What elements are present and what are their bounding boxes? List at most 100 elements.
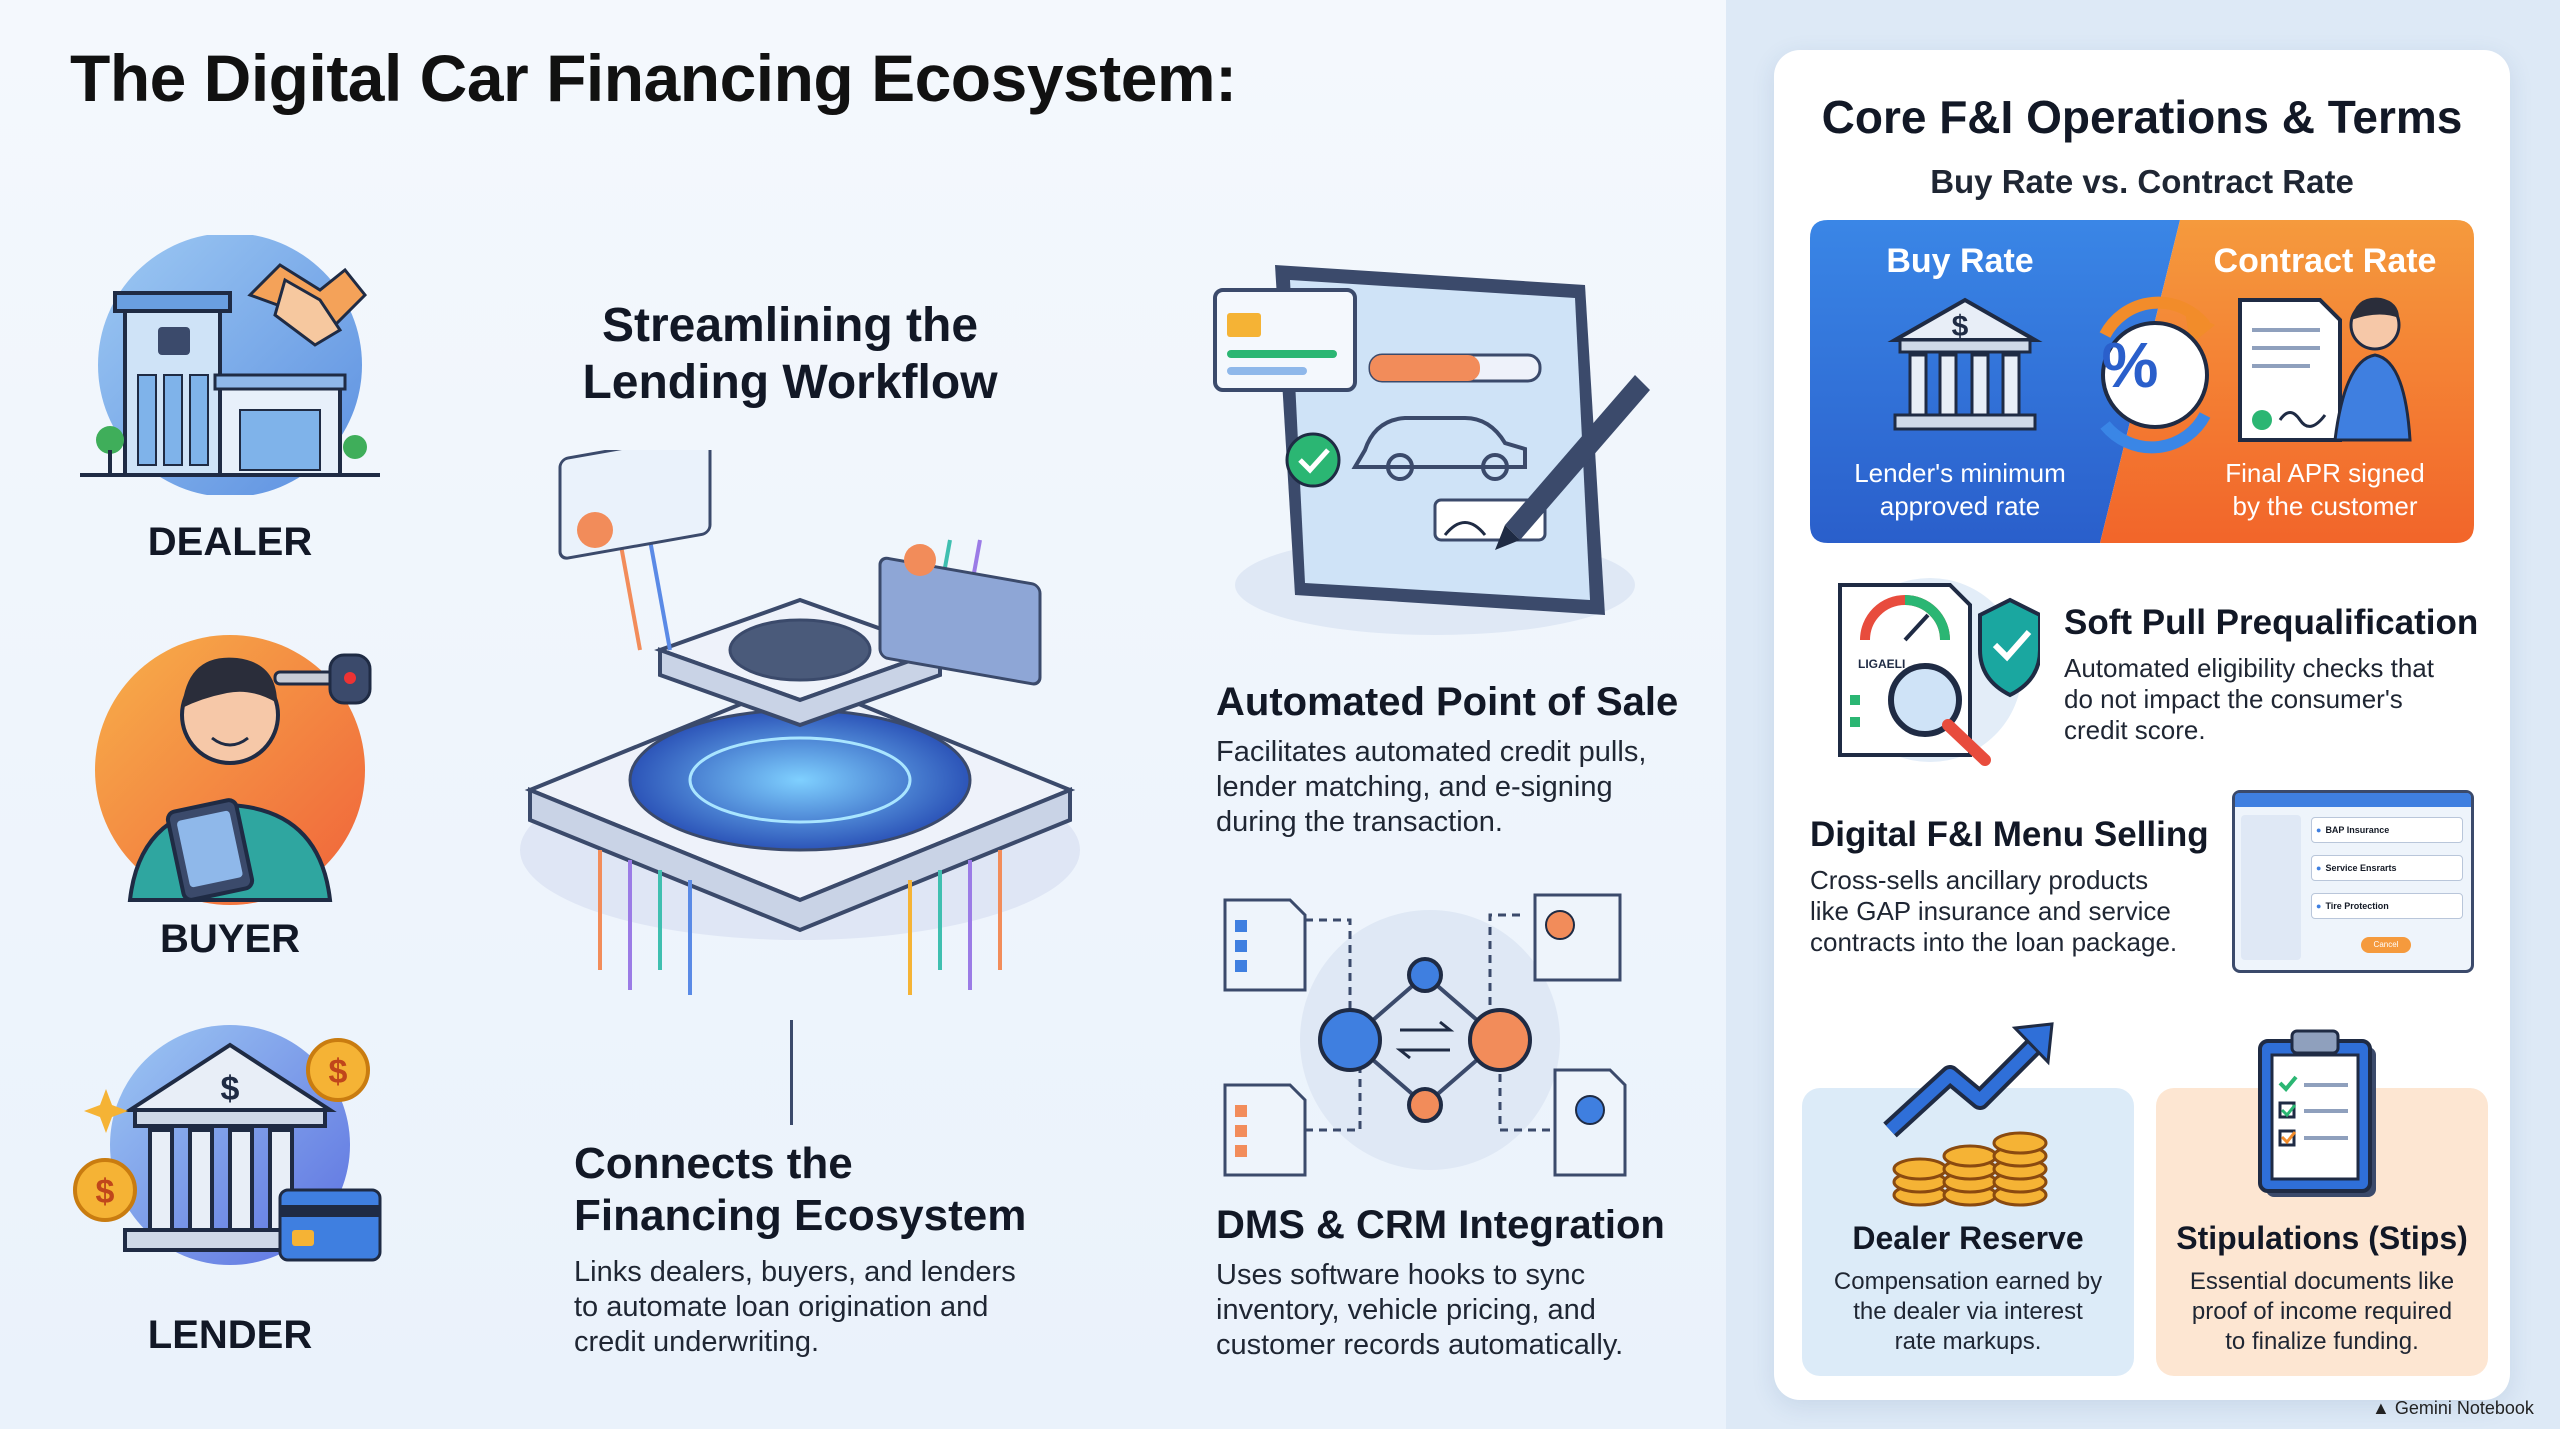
menu-screen-sidebar (2241, 815, 2301, 960)
dealer-reserve-illustration (1880, 1020, 2060, 1210)
workflow-heading-line1: Streamlining the (601, 299, 979, 352)
platform-hub-icon (520, 432, 1080, 995)
menu-option-1[interactable]: ●BAP Insurance (2311, 817, 2463, 843)
dms-body-line1: Uses software hooks to sync (1216, 1259, 1586, 1291)
menu-option-1-label: BAP Insurance (2325, 825, 2390, 835)
pos-illustration (1205, 245, 1665, 645)
lending-hub-illustration (500, 432, 1100, 1010)
menu-selling-line2: like GAP insurance and service (1810, 896, 2171, 927)
contract-rate-line1: Final APR signed (2225, 458, 2425, 488)
soft-pull-line1: Automated eligibility checks that (2064, 653, 2434, 683)
page-title: The Digital Car Financing Ecosystem: (70, 41, 1237, 115)
buy-rate-dollar: $ (1951, 310, 1969, 343)
role-label-lender: LENDER (147, 1313, 313, 1357)
menu-option-3-label: Tire Protection (2325, 901, 2389, 911)
shield-icon: ● (2316, 825, 2322, 835)
dms-body: Uses software hooks to sync inventory, v… (1216, 1258, 1623, 1362)
clipboard-checklist-icon (2258, 1029, 2376, 1197)
dealer-reserve-body: Compensation earned by the dealer via in… (1802, 1267, 2134, 1357)
stips-line1: Essential documents like (2189, 1268, 2455, 1295)
role-label-buyer: BUYER (159, 917, 301, 961)
workflow-heading: Streamlining the Lending Workflow (560, 298, 1020, 411)
soft-pull-body: Automated eligibility checks that do not… (2064, 653, 2434, 747)
buy-rate-line1: Lender's minimum (1854, 458, 2066, 488)
menu-cancel-button[interactable]: Cancel (2361, 937, 2411, 953)
hub-connector-line (790, 1020, 793, 1125)
svg-text:$: $ (221, 1070, 240, 1108)
connects-heading-line1: Connects the (574, 1139, 853, 1188)
role-label-dealer: DEALER (147, 520, 313, 564)
soft-pull-illustration (1820, 575, 2042, 770)
workflow-heading-line2: Lending Workflow (582, 355, 998, 409)
pos-body-line1: Facilitates automated credit pulls, (1216, 736, 1647, 768)
soft-pull-line3: credit score. (2064, 715, 2206, 746)
percent-exchange-icon (2099, 296, 2215, 454)
footer-brand: ▲ Gemini Notebook (2372, 1398, 2534, 1419)
shield-icon: ● (2316, 901, 2322, 911)
card-title: Core F&I Operations & Terms (1821, 91, 2463, 143)
connects-body-line3: credit underwriting. (574, 1325, 819, 1358)
bank-icon (1887, 297, 2043, 431)
pos-body-line3: during the transaction. (1216, 805, 1503, 838)
pos-heading: Automated Point of Sale (1216, 680, 1679, 724)
lender-illustration: $ $ $ (70, 1025, 390, 1275)
lender-bank-icon: $ $ $ (73, 1025, 382, 1265)
shield-icon: ● (2316, 863, 2322, 873)
menu-selling-line3: contracts into the loan package. (1810, 927, 2178, 958)
dms-body-line2: inventory, vehicle pricing, and (1216, 1293, 1596, 1326)
dealer-reserve-line3: rate markups. (1894, 1328, 2042, 1355)
percent-symbol: % (2101, 329, 2159, 401)
document-card-icon (878, 544, 1042, 686)
pos-body-line2: lender matching, and e-signing (1216, 770, 1613, 803)
dealer-reserve-line2: the dealer via interest (1853, 1298, 2083, 1325)
svg-text:$: $ (96, 1173, 115, 1211)
contract-rate-line2: by the customer (2232, 490, 2418, 521)
rate-comparison-graphic (1810, 220, 2474, 543)
dealer-reserve-line1: Compensation earned by (1833, 1268, 2103, 1295)
contract-rate-title: Contract Rate (2213, 242, 2437, 280)
soft-pull-heading: Soft Pull Prequalification (2064, 603, 2479, 642)
pos-body: Facilitates automated credit pulls, lend… (1216, 735, 1646, 839)
connects-heading-line2: Financing Ecosystem (574, 1190, 1027, 1240)
soft-pull-doc-label: LIGAELI (1858, 657, 1906, 671)
stips-line2: proof of income required (2191, 1298, 2453, 1325)
buyer-person-icon (95, 635, 372, 905)
connects-body: Links dealers, buyers, and lenders to au… (574, 1255, 1016, 1359)
menu-selling-body: Cross-sells ancillary products like GAP … (1810, 865, 2177, 959)
credit-check-icon (1838, 578, 2042, 766)
signed-contract-icon (2238, 297, 2412, 442)
buy-rate-line2: approved rate (1879, 490, 2041, 521)
contract-rate-description: Final APR signed by the customer (2170, 457, 2480, 522)
footer-brand-label: Gemini Notebook (2394, 1398, 2534, 1418)
menu-option-2[interactable]: ●Service Ensrarts (2311, 855, 2463, 881)
connects-body-line1: Links dealers, buyers, and lenders (574, 1256, 1016, 1288)
dms-heading: DMS & CRM Integration (1216, 1203, 1665, 1247)
buy-rate-title: Buy Rate (1886, 242, 2034, 280)
tablet-esign-icon (1213, 265, 1650, 635)
buyer-illustration (90, 620, 390, 910)
dms-crm-illustration (1220, 890, 1640, 1190)
stips-body: Essential documents like proof of income… (2156, 1267, 2488, 1357)
menu-selling-heading: Digital F&I Menu Selling (1810, 815, 2209, 854)
menu-option-3[interactable]: ●Tire Protection (2311, 893, 2463, 919)
dms-body-line3: customer records automatically. (1216, 1328, 1624, 1361)
dealer-reserve-tile (1802, 1088, 2134, 1376)
coins-growth-icon (1883, 1022, 2054, 1207)
rate-comparison-banner (1810, 220, 2474, 543)
menu-selling-line1: Cross-sells ancillary products (1810, 865, 2149, 895)
stips-illustration (2252, 1025, 2392, 1205)
svg-text:$: $ (329, 1053, 348, 1091)
gemini-logo-icon: ▲ (2372, 1398, 2390, 1418)
dealership-building-icon (80, 233, 380, 497)
menu-option-2-label: Service Ensrarts (2325, 863, 2397, 873)
dealer-illustration (80, 233, 400, 497)
dealer-reserve-heading: Dealer Reserve (1852, 1220, 2084, 1256)
stips-line3: to finalize funding. (2225, 1328, 2419, 1355)
connects-heading: Connects the Financing Ecosystem (574, 1138, 1026, 1242)
profile-card-icon (558, 432, 712, 560)
integration-network-icon (1223, 893, 1627, 1177)
menu-screen-topbar (2235, 793, 2471, 807)
menu-screen-mockup: ●BAP Insurance ●Service Ensrarts ●Tire P… (2232, 790, 2474, 973)
soft-pull-line2: do not impact the consumer's (2064, 684, 2403, 715)
card-subtitle: Buy Rate vs. Contract Rate (1930, 163, 2354, 200)
